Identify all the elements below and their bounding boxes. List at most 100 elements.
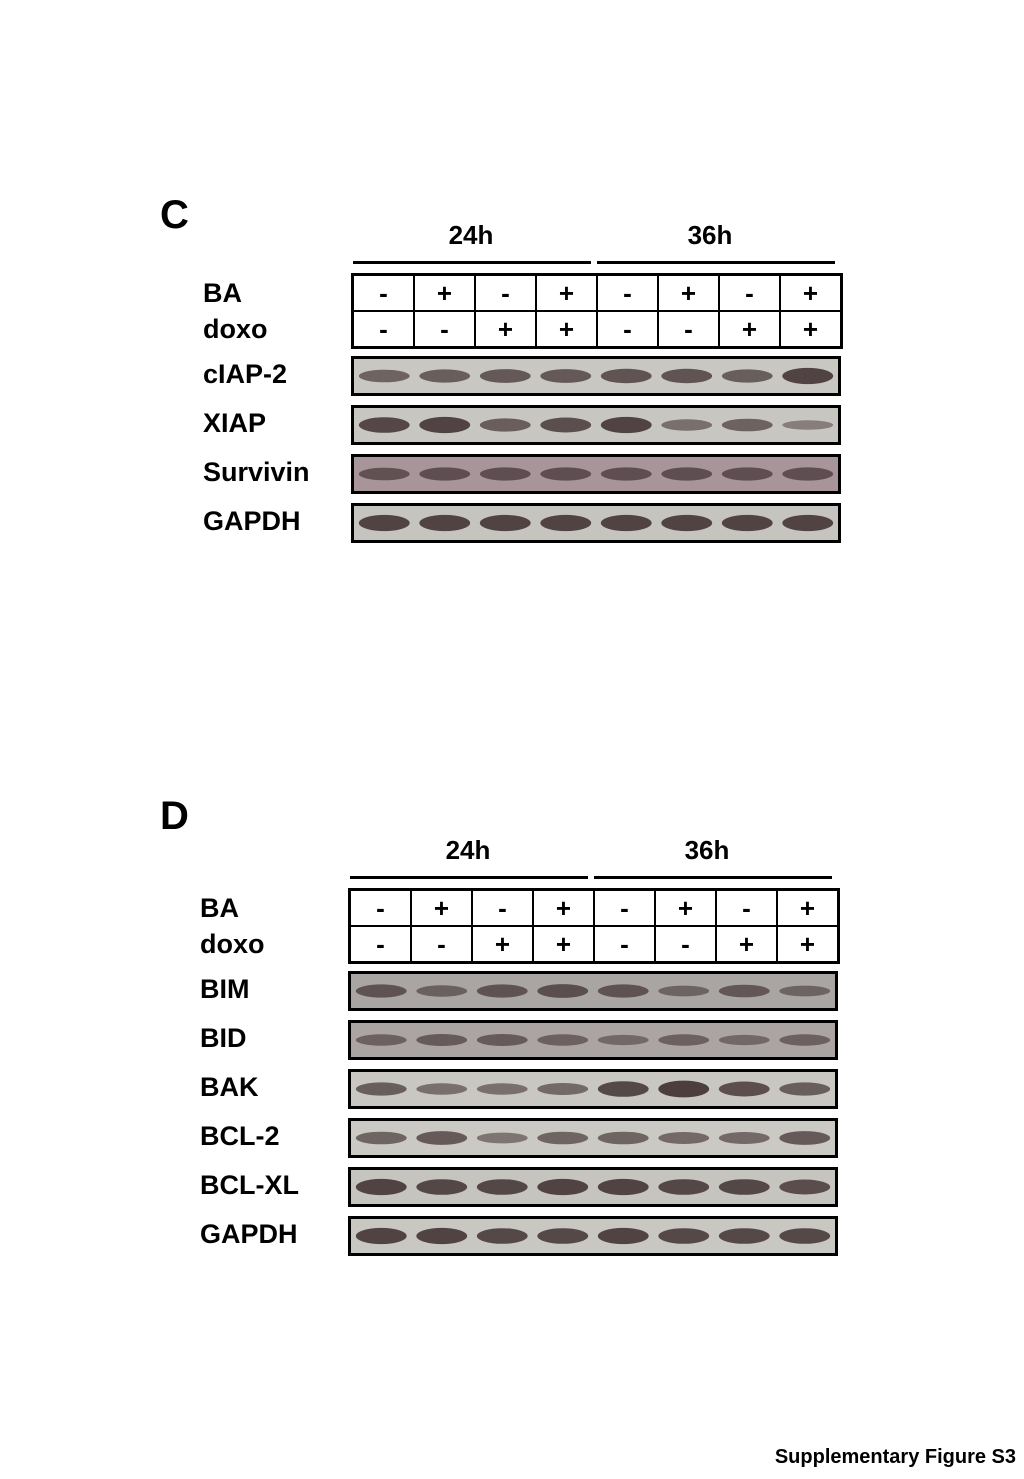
band [479, 418, 531, 432]
blot-image [348, 971, 838, 1011]
band [718, 1081, 770, 1097]
band [597, 1178, 649, 1196]
band [718, 1179, 770, 1195]
band [597, 1131, 649, 1145]
blot-image [348, 1020, 838, 1060]
panel-letter: D [160, 794, 189, 838]
condition-label-ba: BA [200, 893, 239, 923]
panel-letter: C [160, 193, 189, 237]
band [597, 984, 649, 998]
band [779, 1034, 831, 1046]
band [597, 1081, 649, 1097]
blot-label: BAK [200, 1072, 259, 1102]
band [355, 1082, 407, 1096]
band [476, 1083, 528, 1095]
blot-image [351, 405, 841, 445]
band [540, 514, 592, 532]
ba-cell: - [718, 274, 780, 312]
band [537, 1178, 589, 1196]
ba-cell: + [776, 889, 839, 927]
doxo-cell: + [532, 926, 594, 963]
ba-cell: - [471, 889, 533, 927]
band [600, 416, 652, 434]
band [355, 984, 407, 998]
time-line-24h [350, 876, 588, 879]
blot-bands [355, 1227, 831, 1245]
doxo-cell: + [474, 311, 536, 348]
blot-image [351, 356, 841, 396]
band [782, 420, 834, 430]
time-line-36h [597, 261, 835, 264]
doxo-cell: - [596, 311, 658, 348]
doxo-cell: - [379, 314, 388, 344]
blot-image [351, 503, 841, 543]
time-label-24h: 24h [448, 220, 494, 250]
band [476, 1228, 528, 1244]
doxo-cell: + [779, 311, 842, 348]
ba-cell: + [410, 889, 472, 927]
band [718, 1132, 770, 1144]
doxo-cell: + [535, 311, 597, 348]
band [358, 514, 410, 532]
doxo-cell: + [718, 311, 780, 348]
blot-bands [358, 514, 834, 532]
ba-row: -+-+-+-+ [352, 274, 842, 312]
blot-bands [355, 1034, 831, 1046]
band [782, 514, 834, 532]
band [479, 514, 531, 532]
doxo-cell: - [376, 929, 385, 959]
blot-image [351, 454, 841, 494]
band [661, 419, 713, 431]
blot-bands [358, 367, 834, 385]
ba-cell: + [654, 889, 716, 927]
blot-label: GAPDH [203, 506, 301, 536]
band [721, 369, 773, 383]
ba-cell: + [657, 274, 719, 312]
condition-label-ba: BA [203, 278, 242, 308]
band [419, 467, 471, 481]
time-label-24h: 24h [445, 835, 491, 865]
band [661, 467, 713, 481]
ba-cell: - [596, 274, 658, 312]
band [416, 1227, 468, 1245]
band [600, 514, 652, 532]
blot-bands [355, 1080, 831, 1098]
doxo-cell: + [715, 926, 777, 963]
band [416, 985, 468, 997]
band [782, 467, 834, 481]
band [718, 984, 770, 998]
band [658, 1080, 710, 1098]
ba-cell: - [593, 889, 655, 927]
figure-caption: Supplementary Figure S3 [774, 1446, 1016, 1468]
blot-label: BCL-2 [200, 1121, 280, 1151]
blot-label: BID [200, 1023, 247, 1053]
band [479, 369, 531, 383]
band [416, 1131, 468, 1145]
band [537, 1083, 589, 1095]
band [355, 1034, 407, 1046]
band [779, 1179, 831, 1195]
band [661, 368, 713, 384]
band [358, 467, 410, 481]
condition-table: -+-+-+-+ --++--++ [348, 888, 840, 964]
band [661, 514, 713, 532]
band [782, 367, 834, 385]
time-line-36h [594, 876, 832, 879]
band [416, 1083, 468, 1095]
doxo-cell: - [413, 311, 475, 348]
band [721, 514, 773, 532]
band [476, 1179, 528, 1195]
ba-cell: + [532, 889, 594, 927]
blot-label: BIM [200, 974, 250, 1004]
band [479, 467, 531, 481]
blot-image [348, 1069, 838, 1109]
time-label-36h: 36h [687, 220, 733, 250]
blot-image [348, 1216, 838, 1256]
band [416, 1034, 468, 1046]
blot-bands [355, 1178, 831, 1196]
band [537, 1228, 589, 1244]
band [779, 1082, 831, 1096]
band [658, 985, 710, 997]
ba-cell: + [535, 274, 597, 312]
band [419, 514, 471, 532]
